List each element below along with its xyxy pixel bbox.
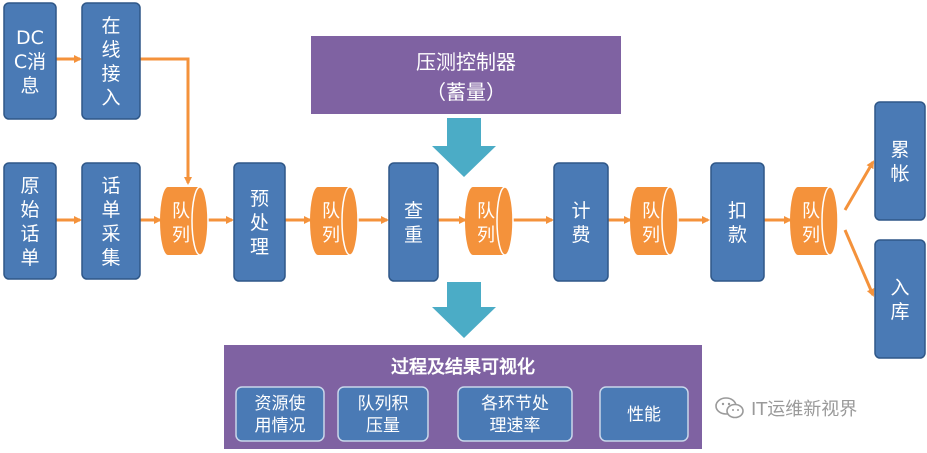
node-dedup: 查重 — [388, 162, 439, 282]
node-label-line: 查 — [404, 200, 423, 222]
node-label-line: 话 — [101, 175, 120, 197]
pressure-controller: 压测控制器 （蓄量） — [311, 36, 621, 114]
queue-label: 队 — [802, 201, 820, 222]
node-label-line: C消 — [14, 51, 46, 73]
watermark-text: IT运维新视界 — [751, 399, 858, 420]
node-billing: 计费 — [553, 162, 609, 282]
node-label-line: 重 — [404, 224, 423, 246]
queue-4: 队列 — [630, 186, 679, 256]
viz-item-label: 理速率 — [490, 416, 541, 436]
viz-item-label: 队列积 — [358, 394, 409, 414]
arrow-queue5-to-storage — [843, 229, 875, 297]
node-label-line: 库 — [890, 301, 909, 323]
down-arrow-controller — [432, 118, 496, 177]
controller-title: 压测控制器 — [416, 50, 516, 74]
node-label-line: 话 — [20, 223, 39, 245]
node-label-line: 息 — [20, 75, 39, 97]
queue-label: 队 — [642, 201, 660, 222]
queue-label: 队 — [477, 201, 495, 222]
viz-item-label: 压量 — [366, 416, 400, 436]
queue-3: 队列 — [465, 186, 514, 256]
down-arrow-viz — [432, 282, 496, 338]
node-preprocess: 预处理 — [233, 162, 286, 282]
queue-label: 队 — [172, 201, 190, 222]
node-label-line: 理 — [250, 236, 269, 258]
queue-5: 队列 — [790, 186, 839, 256]
arrow-online-to-queue1 — [140, 57, 192, 185]
node-label-line: 扣 — [728, 200, 747, 222]
node-label-line: 入 — [101, 87, 120, 109]
node-label-line: 单 — [101, 199, 120, 221]
queue-label: 列 — [642, 225, 660, 246]
node-label-line: 款 — [728, 224, 747, 246]
node-label-line: 预 — [250, 188, 269, 210]
node-label-line: 始 — [20, 199, 39, 221]
node-label-line: 帐 — [890, 163, 909, 185]
viz-item-label: 各环节处 — [481, 394, 549, 414]
viz-item-4: 性能 — [599, 386, 689, 442]
node-label-line: 计 — [571, 200, 590, 222]
queue-label: 队 — [322, 201, 340, 222]
node-label-line: 费 — [571, 224, 590, 246]
arrow-queue5-to-accum — [843, 160, 875, 211]
node-label-line: 入 — [890, 277, 909, 299]
node-label-line: 采 — [101, 223, 120, 245]
node-label-line: 在 — [101, 15, 120, 37]
node-deduct: 扣款 — [710, 162, 765, 282]
viz-item-label: 资源使 — [255, 393, 306, 414]
queue-1: 队列 — [160, 186, 209, 256]
queue-label: 列 — [172, 225, 190, 246]
queue-label: 列 — [322, 225, 340, 246]
node-storage: 入库 — [874, 239, 926, 359]
flow-arrows — [56, 55, 875, 297]
node-label-line: 集 — [101, 247, 120, 269]
controller-subtitle: （蓄量） — [426, 80, 506, 104]
node-label-line: 原 — [20, 175, 39, 197]
node-label-line: 线 — [101, 39, 120, 61]
queue-label: 列 — [802, 225, 820, 246]
node-accumulate: 累帐 — [874, 101, 926, 221]
viz-item-label: 用情况 — [255, 416, 306, 436]
wechat-icon — [715, 397, 744, 419]
watermark: IT运维新视界 — [715, 395, 857, 421]
viz-title: 过程及结果可视化 — [391, 356, 535, 378]
node-label-line: 接 — [101, 63, 120, 85]
node-label-line: DC — [16, 27, 44, 49]
node-label-line: 单 — [20, 247, 39, 269]
node-label-line: 处 — [250, 212, 269, 234]
queue-label: 列 — [477, 225, 495, 246]
node-label-line: 累 — [890, 139, 909, 161]
queue-2: 队列 — [310, 186, 359, 256]
viz-item-label: 性能 — [627, 405, 661, 425]
